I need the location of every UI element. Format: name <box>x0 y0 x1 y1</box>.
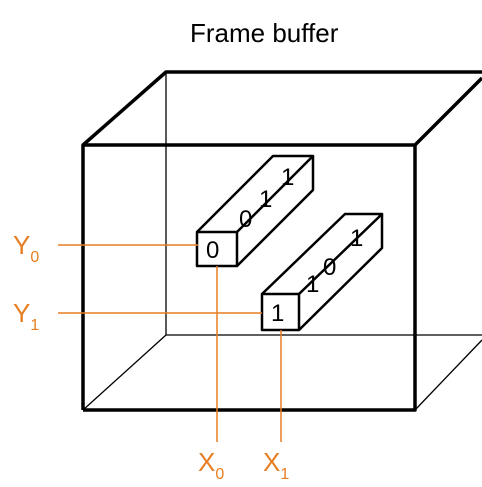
bar-2-side <box>298 214 384 331</box>
bit-bar-1: 0 0 1 1 <box>195 154 315 268</box>
bar-2-bit-1: 1 <box>306 271 319 298</box>
bar-1-side <box>236 156 315 267</box>
bar-2-bit-2: 0 <box>323 254 336 281</box>
bar-1-bit-2: 1 <box>259 186 272 213</box>
cube-front-edges <box>81 70 482 412</box>
bar-1-bit-3: 1 <box>281 164 294 191</box>
coordinate-leader-lines <box>58 244 282 442</box>
bar-2-bit-0: 1 <box>271 300 284 327</box>
y0-label: Y0 <box>13 230 39 266</box>
cube-back-edges <box>82 72 482 411</box>
coordinate-labels: Y0 Y1 X0 X1 <box>13 230 289 483</box>
bar-2-top <box>261 212 384 295</box>
bar-2-bit-3: 1 <box>350 225 363 252</box>
y1-label: Y1 <box>13 298 39 334</box>
x0-label: X0 <box>198 447 224 483</box>
diagram-title: Frame buffer <box>190 18 339 48</box>
frame-buffer-cube <box>81 70 482 412</box>
x1-label: X1 <box>263 447 289 483</box>
bit-bar-2: 1 1 0 1 <box>260 212 384 332</box>
bar-1-bit-0: 0 <box>206 237 219 264</box>
bar-1-top <box>196 154 315 233</box>
bar-1-bit-1: 0 <box>239 206 252 233</box>
